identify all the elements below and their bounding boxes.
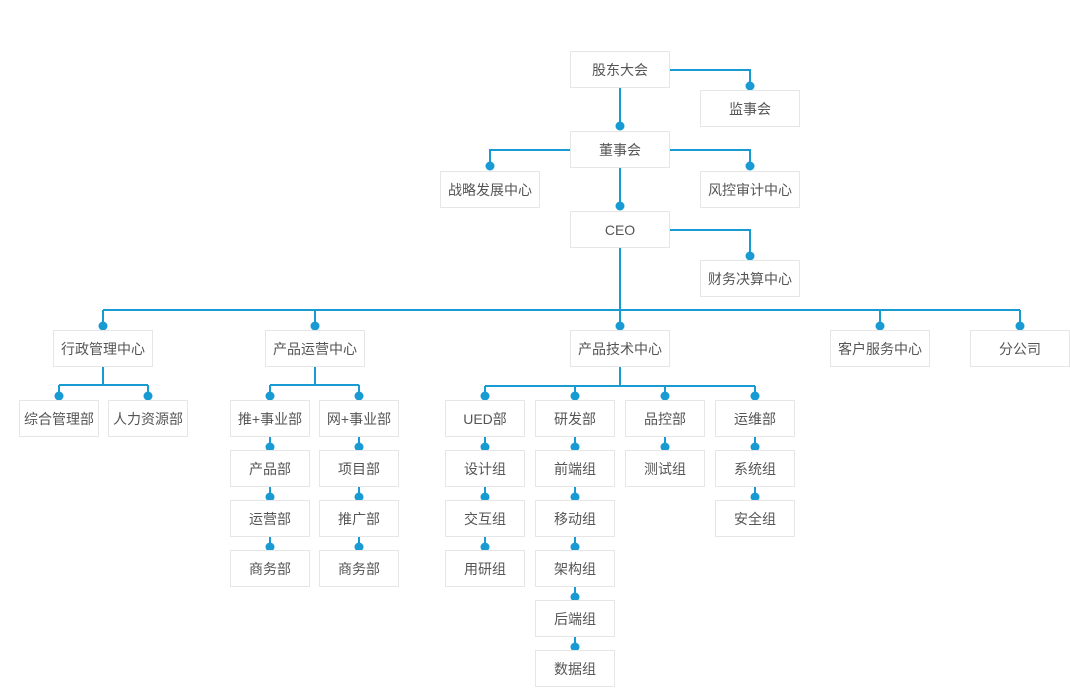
org-node-ued-dept: UED部 [445,400,525,437]
org-node-finance-center: 财务决算中心 [700,260,800,297]
org-node-frontend-team: 前端组 [535,450,615,487]
org-node-project-dept: 项目部 [319,450,399,487]
org-node-testing-team: 测试组 [625,450,705,487]
org-node-risk-audit-center: 风控审计中心 [700,171,800,208]
org-node-board-of-directors: 董事会 [570,131,670,168]
org-node-system-team: 系统组 [715,450,795,487]
org-node-branch-company: 分公司 [970,330,1070,367]
org-node-interaction-team: 交互组 [445,500,525,537]
org-node-hr-dept: 人力资源部 [108,400,188,437]
org-node-qa-dept: 品控部 [625,400,705,437]
org-node-wang-business-unit: 网+事业部 [319,400,399,437]
org-node-security-team: 安全组 [715,500,795,537]
org-node-promotion-dept: 推广部 [319,500,399,537]
org-node-product-dept: 产品部 [230,450,310,487]
org-node-supervisory-board: 监事会 [700,90,800,127]
org-node-strategy-center: 战略发展中心 [440,171,540,208]
org-node-business-dept-tui: 商务部 [230,550,310,587]
org-node-admin-center: 行政管理中心 [53,330,153,367]
org-node-business-dept-wang: 商务部 [319,550,399,587]
org-node-ceo: CEO [570,211,670,248]
org-node-backend-team: 后端组 [535,600,615,637]
org-node-data-team: 数据组 [535,650,615,687]
org-node-mobile-team: 移动组 [535,500,615,537]
org-node-general-mgmt-dept: 综合管理部 [19,400,99,437]
org-node-customer-service-center: 客户服务中心 [830,330,930,367]
org-node-user-research-team: 用研组 [445,550,525,587]
org-node-ops-maintenance-dept: 运维部 [715,400,795,437]
org-node-product-ops-center: 产品运营中心 [265,330,365,367]
org-node-operations-dept: 运营部 [230,500,310,537]
org-node-product-tech-center: 产品技术中心 [570,330,670,367]
org-node-rd-dept: 研发部 [535,400,615,437]
org-node-tui-business-unit: 推+事业部 [230,400,310,437]
org-node-architecture-team: 架构组 [535,550,615,587]
org-node-design-team: 设计组 [445,450,525,487]
org-node-shareholders-meeting: 股东大会 [570,51,670,88]
